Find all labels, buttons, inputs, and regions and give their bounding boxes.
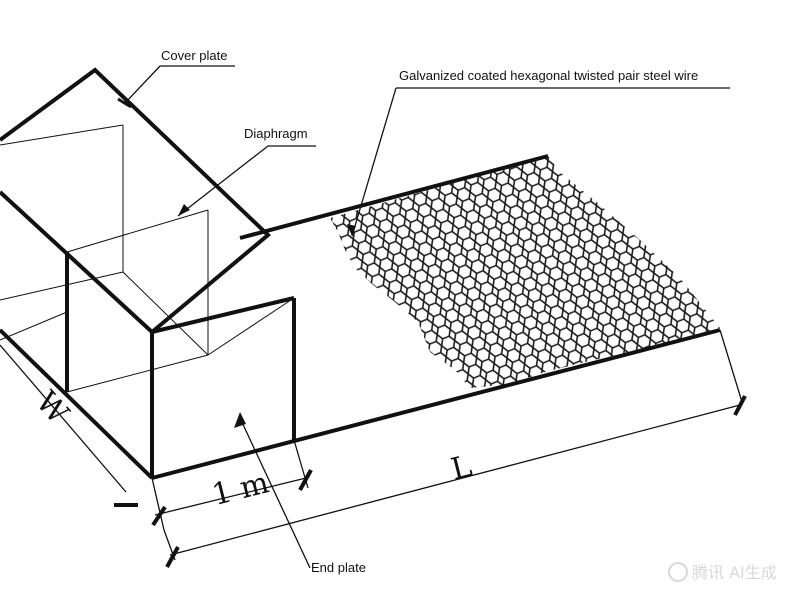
- end-plate-label: End plate: [311, 560, 366, 575]
- watermark: 腾讯 AI生成: [668, 562, 777, 582]
- leader-arrowheads: [178, 204, 356, 428]
- cover-plate-label: Cover plate: [161, 48, 227, 63]
- leader-lines: [124, 65, 730, 569]
- interior-lines: [0, 124, 295, 393]
- watermark-logo-icon: [668, 562, 688, 582]
- hexagonal-wire-mesh: [330, 156, 720, 388]
- gabion-outline: [0, 67, 721, 480]
- dimension-lines: [0, 329, 743, 561]
- dimension-ticks: [114, 395, 747, 568]
- wire-label: Galvanized coated hexagonal twisted pair…: [399, 68, 698, 83]
- svg-text:腾讯 AI生成: 腾讯 AI生成: [692, 563, 777, 582]
- one-meter-dimension-label: 1 m: [209, 465, 273, 513]
- length-dimension-label: L: [448, 449, 476, 488]
- cover-plate-tick: [117, 97, 132, 109]
- cover-plate: [0, 67, 272, 334]
- diaphragm-label: Diaphragm: [244, 126, 308, 141]
